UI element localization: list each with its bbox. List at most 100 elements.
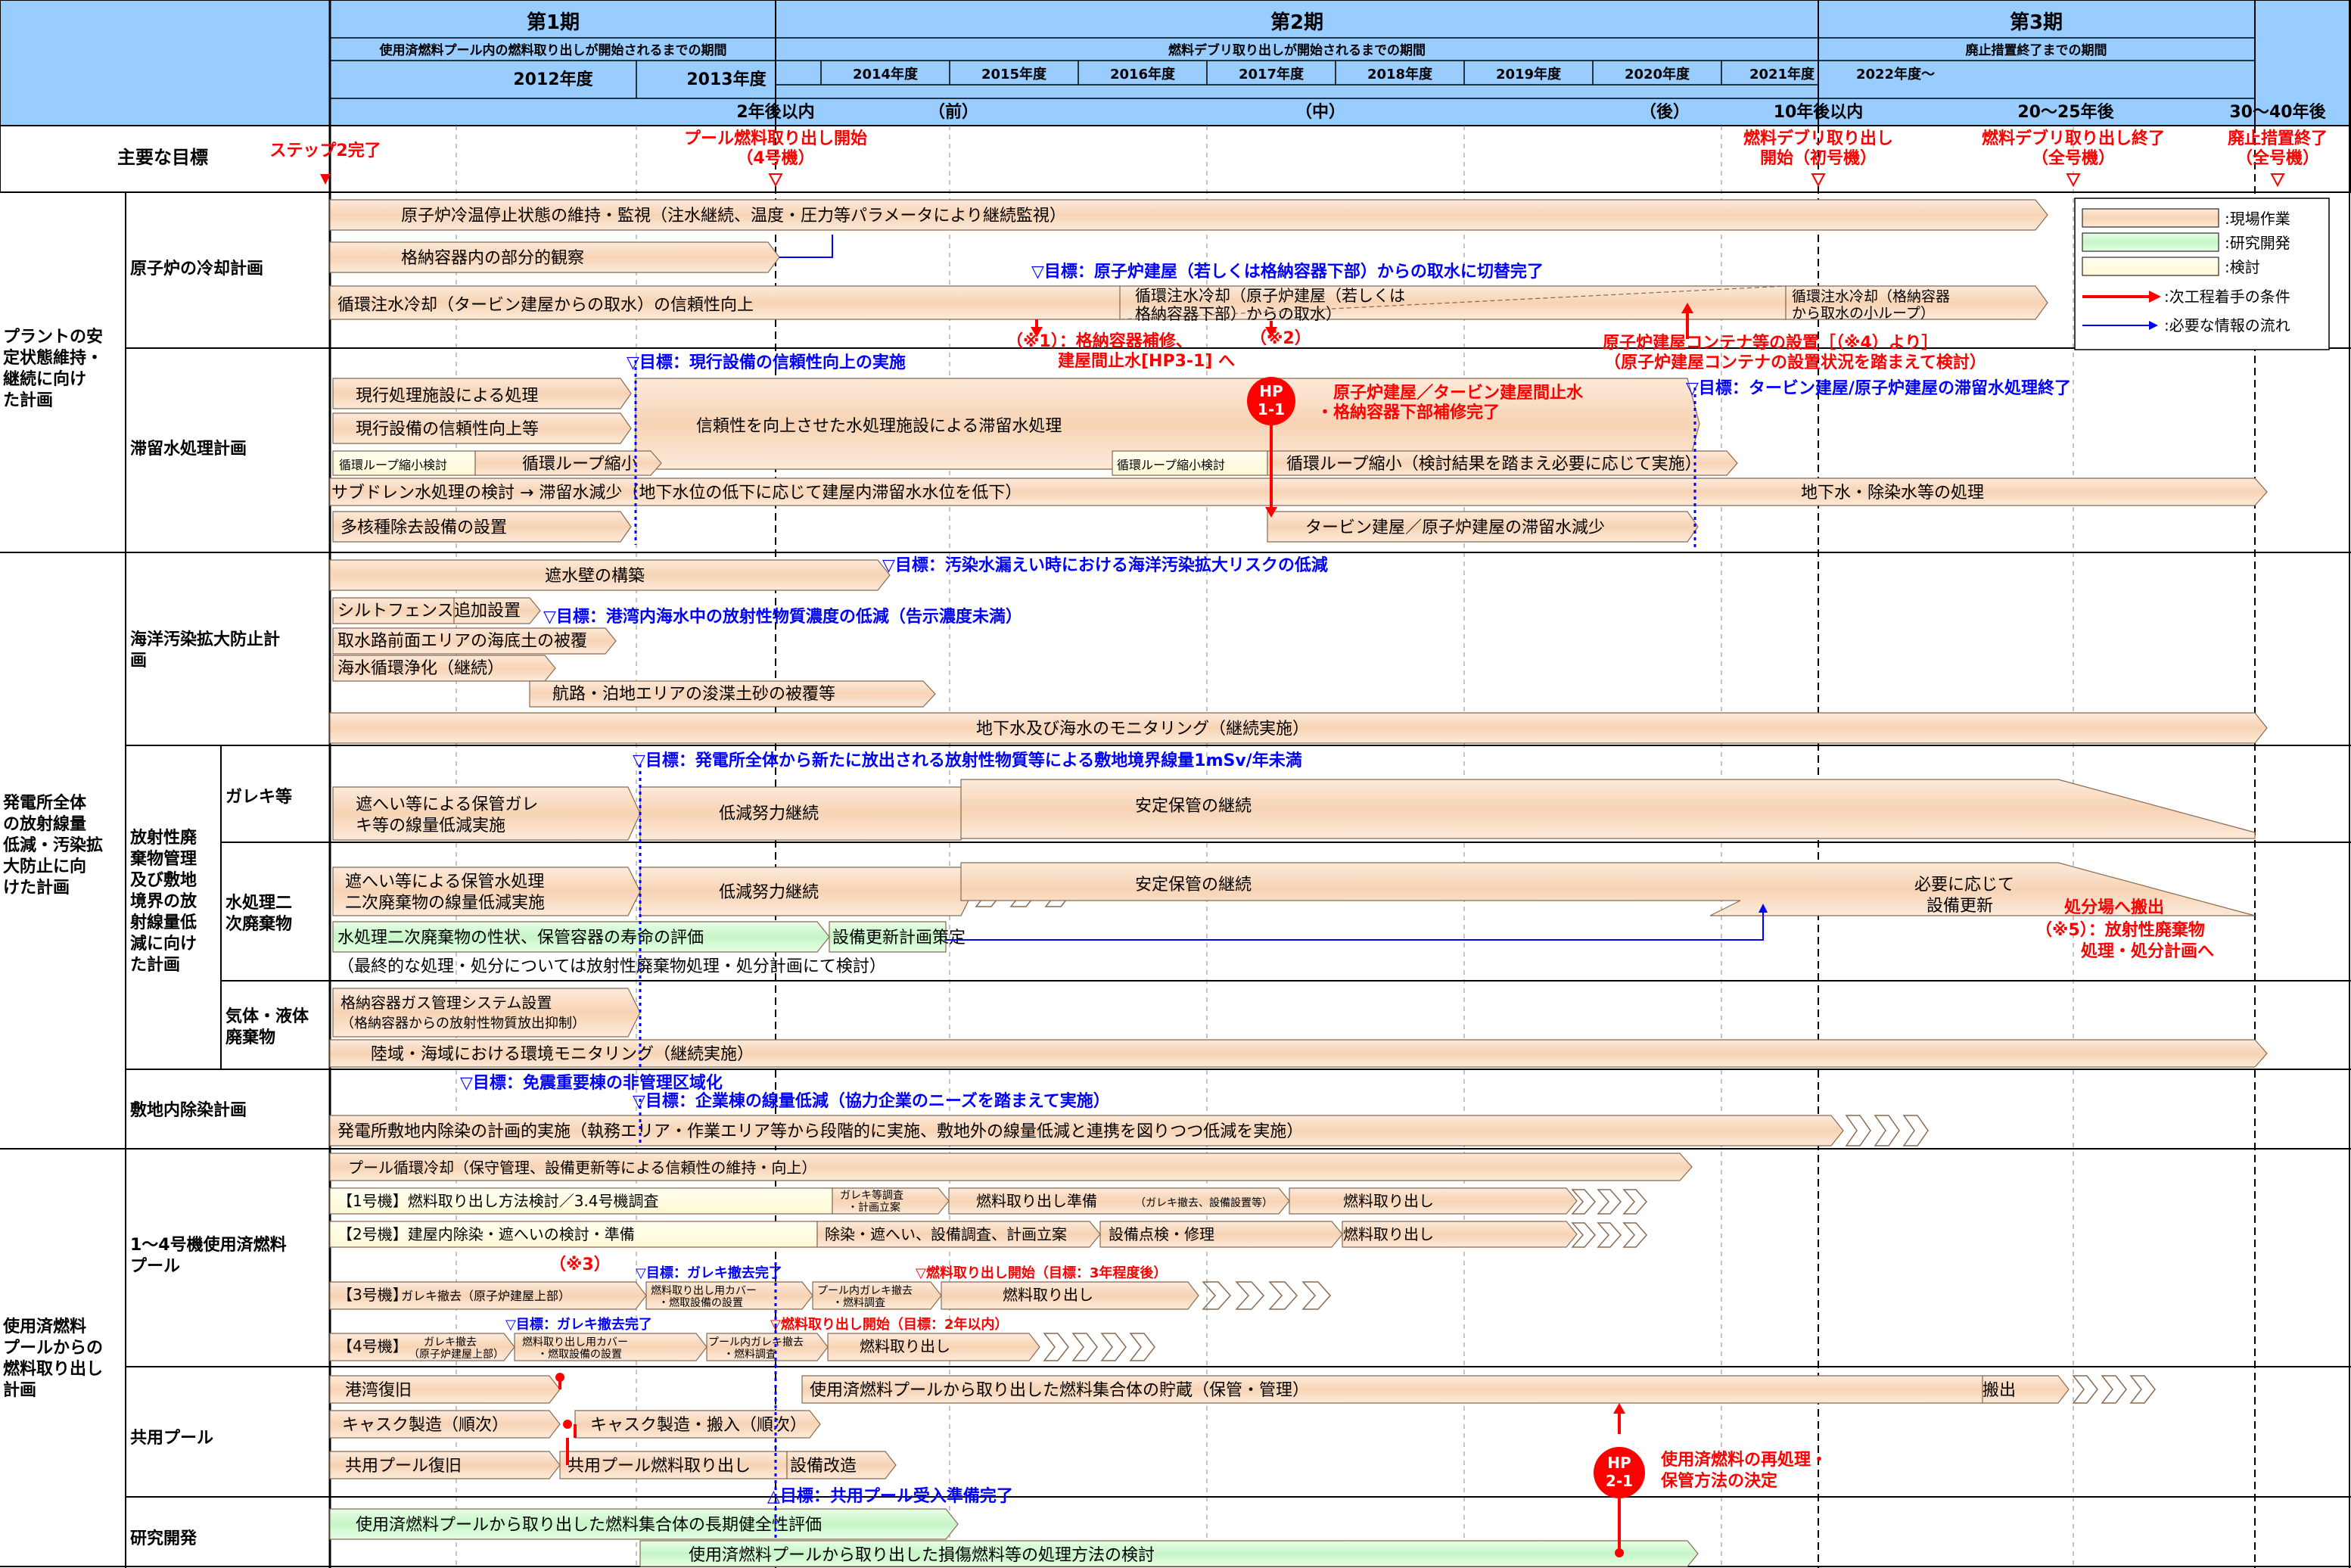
bar-current-treat-label: 現行処理施設による処理 [356, 387, 538, 406]
subcat-waste-5: 射線量低 [129, 913, 197, 932]
bar-unit1-prep-sub: （ガレキ撤去、設備設置等） [1135, 1196, 1273, 1209]
subcat-gas-2: 廃棄物 [225, 1028, 275, 1047]
bar-rubble-stable [960, 779, 2256, 839]
bar-seabed-cover [332, 627, 617, 655]
goal-cooling: ▽目標：原子炉建屋（若しくは格納容器下部）からの取水に切替完了 [1031, 262, 1544, 282]
bar-unit4-pool-rubble-label-2: ・燃料調査 [723, 1348, 776, 1361]
bar-unit3-pool-rubble [812, 1281, 942, 1310]
phase-1-desc: 使用済燃料プール内の燃料取り出しが開始されるまでの期間 [379, 42, 727, 58]
hp21-note-2: 保管方法の決定 [1660, 1471, 1777, 1491]
fiscal-years: 2012年度 2013年度 2014年度 2015年度 2016年度 2017年… [513, 66, 1935, 89]
category-rad-3: 低減・汚染拡 [2, 835, 103, 855]
step2-triangle [320, 174, 331, 185]
subcat-secondary-1: 水処理二 [225, 893, 292, 913]
sec-info-arrow [946, 911, 1764, 941]
bar-unit4-removal [827, 1333, 1040, 1361]
category-plant-3: 継続に向け [3, 369, 86, 389]
bar-loop-study-2-label: 循環ループ縮小検討 [1117, 458, 1225, 472]
category-pool-2: プールからの [3, 1339, 103, 1358]
decon-bars: 発電所敷地内除染の計画的実施（執務エリア・作業エリア等から段階的に実施、敷地外の… [329, 1115, 1929, 1146]
legend-review-label: :検討 [2225, 258, 2260, 276]
year-2021: 2021年度 [1749, 66, 1815, 82]
header-band [0, 0, 2351, 193]
legend-field-swatch [2082, 208, 2219, 228]
note-1-line-2: 建屋間止水[HP3-1] へ [1058, 352, 1235, 371]
bar-unit1-survey-label-1: ガレキ等調査 [840, 1189, 903, 1202]
hp11-note-2: ・格納容器下部補修完了 [1317, 403, 1500, 422]
bar-unit4-pool-rubble [706, 1333, 829, 1361]
subcategory-labels: 原子炉の冷却計画 滞留水処理計画 海洋汚染拡大防止計 画 放射性廃 棄物管理 及… [129, 259, 309, 1548]
subcat-rubble: ガレキ等 [225, 787, 292, 807]
bar-current-rel [332, 412, 632, 444]
bar-silt-add-label: 追加設置 [454, 602, 521, 621]
goal-unit4-rubble: ▽目標：ガレキ撤去完了 [505, 1316, 652, 1333]
bar-seawater-circ-label: 海水循環浄化（継続） [337, 659, 504, 678]
timeline-markers: 2年後以内 （前） （中） （後） 10年後以内 20～25年後 30～40年後 [736, 102, 2326, 122]
hp1-1-bottom: 1-1 [1258, 400, 1285, 418]
subcat-waste-2: 棄物管理 [130, 849, 197, 869]
unit-pool-bars: プール循環冷却（保守管理、設備更新等による信頼性の維持・向上） 【1号機】燃料取… [329, 1153, 1693, 1361]
sea-bars: 遮水壁の構築 シルトフェンス 追加設置 取水路前面エリアの海底土の被覆 海水循環… [329, 559, 2268, 744]
bar-subdrain-label: サブドレン水処理の検討 → 滞留水減少（地下水位の低下に応じて建屋内滞留水水位を… [331, 484, 1022, 502]
bar-unit3-label: 【3号機】 [337, 1286, 408, 1304]
milestone-decom-end-1: 廃止措置終了 [2228, 129, 2328, 148]
bar-gas-management-label-1: 格納容器ガス管理システム設置 [341, 994, 552, 1012]
bar-sec-stable-label: 安定保管の継続 [1135, 876, 1252, 894]
bar-sec-effort-label: 低減努力継続 [719, 883, 819, 902]
goal-texts: ▽目標：原子炉建屋（若しくは格納容器下部）からの取水に切替完了 ▽目標：現行設備… [460, 262, 2071, 1506]
goal-sea-1: ▽目標：汚染水漏えい時における海洋汚染拡大リスクの低減 [882, 555, 1328, 575]
bar-sec-shield-label-1: 遮へい等による保管水処理 [345, 873, 544, 891]
subcat-waste-1: 放射性廃 [129, 828, 197, 848]
condition-arrows [555, 303, 1693, 1557]
bar-silt-fence-label: シルトフェンス [337, 602, 454, 621]
goal-common-pool: △目標：共用プール受入準備完了 [767, 1486, 1013, 1506]
bar-longterm-eval-label: 使用済燃料プールから取り出した燃料集合体の長期健全性評価 [356, 1516, 822, 1535]
category-labels: プラントの安 定状態維持・ 継続に向け た計画 発電所全体 の放射線量 低減・汚… [2, 327, 103, 1400]
bar-unit2-repair-label: 設備点検・修理 [1109, 1225, 1214, 1243]
bar-damaged-fuel-label: 使用済燃料プールから取り出した損傷燃料等の処理方法の検討 [689, 1546, 1155, 1565]
bar-unit3-pool-rubble-label-1: プール内ガレキ撤去 [817, 1285, 913, 1297]
legend-condition-label: :次工程着手の条件 [2164, 288, 2290, 306]
subcat-water: 滞留水処理計画 [130, 439, 247, 459]
bar-cp-modify-label: 設備改造 [790, 1457, 857, 1476]
category-pool-1: 使用済燃料 [2, 1317, 86, 1336]
category-plant-4: た計画 [3, 390, 53, 410]
bar-turbine-reduce-label: タービン建屋／原子炉建屋の滞留水減少 [1305, 518, 1605, 537]
bar-route-cover [529, 680, 936, 708]
goal-lines [634, 360, 1696, 1539]
bar-pool-circ-label: プール循環冷却（保守管理、設備更新等による信頼性の維持・向上） [348, 1159, 816, 1177]
milestone-debris-start-2: 開始（初号機） [1760, 148, 1877, 168]
hp1-1-top: HP [1259, 382, 1283, 400]
milestones-row: 主要な目標 ステップ2完了 プール燃料取り出し開始 （4号機） 燃料デブリ取り出… [117, 129, 2328, 188]
goal-unit3-rubble: ▽目標：ガレキ撤去完了 [636, 1265, 782, 1281]
bar-unit4-rubble-label-2: （原子炉建屋上部） [409, 1349, 504, 1361]
bar-unit1-prep [948, 1187, 1290, 1215]
bar-improved-treat-label: 信頼性を向上させた水処理施設による滞留水処理 [696, 417, 1062, 436]
year-2016: 2016年度 [1110, 66, 1176, 82]
bar-current-treat [332, 378, 632, 409]
unit-pool-chevrons [1043, 1189, 1647, 1361]
category-plant-1: プラントの安 [3, 327, 103, 347]
hp21-note-1: 使用済燃料の再処理・ [1660, 1450, 1827, 1470]
phase-2-desc: 燃料デブリ取り出しが開始されるまでの期間 [1168, 42, 1426, 58]
bar-unit4-removal-label: 燃料取り出し [860, 1337, 950, 1355]
bar-unit3-pool-rubble-label-2: ・燃料調査 [832, 1296, 885, 1309]
bar-gas-management-label-2: （格納容器からの放射性物質放出抑制） [341, 1016, 586, 1031]
bar-sec-shield-label-2: 二次廃棄物の線量低減実施 [345, 894, 545, 913]
subcat-research: 研究開発 [130, 1529, 197, 1548]
subcat-sea-2: 画 [130, 652, 147, 670]
category-pool-4: 計画 [3, 1380, 36, 1400]
bar-unit3-rubble-label: ガレキ撤去（原子炉建屋上部） [401, 1289, 571, 1303]
phase-2-label: 第2期 [1270, 11, 1323, 34]
bar-monitoring-label: 地下水及び海水のモニタリング（継続実施） [976, 720, 1309, 739]
bar-coldshutdown-label: 原子炉冷温停止状態の維持・監視（注水継続、温度・圧力等パラメータにより継続監視） [401, 207, 1066, 226]
year-2014: 2014年度 [853, 66, 919, 82]
phase-3-desc: 廃止措置終了までの期間 [1966, 42, 2107, 58]
phase-1-label: 第1期 [527, 11, 580, 34]
goal-radiation: ▽目標：発電所全体から新たに放出される放射性物質等による敷地境界線量1mSv/年… [633, 751, 1302, 770]
decom-end-triangle [2270, 173, 2285, 188]
bar-unit2-repair [1099, 1221, 1343, 1248]
milestone-pool-end-2: （全号機） [2032, 148, 2115, 168]
bar-pcv-observe [329, 241, 780, 273]
